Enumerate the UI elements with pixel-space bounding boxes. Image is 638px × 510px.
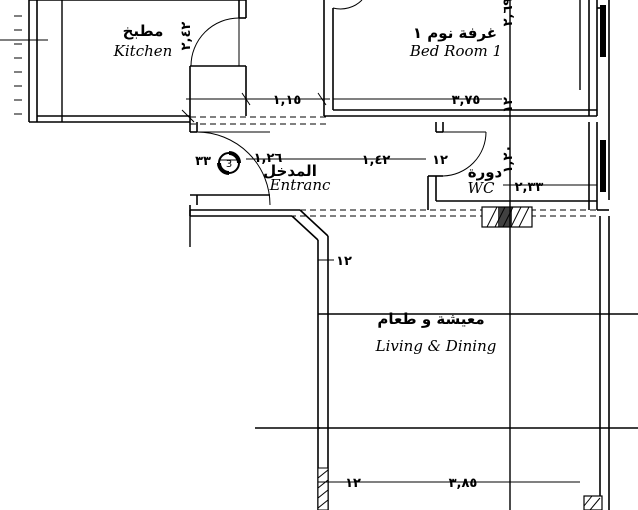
- bedroom-label-ar: غرفة نوم ١: [413, 24, 497, 42]
- entrance-label-en: Entranc: [269, 176, 331, 194]
- dim-kitchen-door: ٢,٤٢: [179, 22, 194, 51]
- kitchen-left-ticks: [0, 15, 48, 115]
- bottom-hatch: [317, 467, 603, 510]
- dim-kitchen-width: ١,١٥: [273, 93, 302, 108]
- beam-lines: [190, 116, 597, 217]
- entrance-label-ar: المدخل: [263, 162, 317, 180]
- dim-bedroom-width: ٣,٧٥: [452, 93, 481, 108]
- dim-bottom-wall: ١٢: [345, 476, 361, 491]
- living-label-ar: معيشة و طعام: [377, 310, 484, 328]
- living-label-en: Living & Dining: [375, 337, 497, 355]
- bedroom-walls: [323, 0, 610, 200]
- dim-wc-width: ٢,٣٣: [515, 180, 544, 195]
- wc-label-ar: دورة: [468, 163, 503, 181]
- wc-walls: [427, 122, 606, 210]
- entrance-walls: [189, 122, 300, 217]
- section-marker-number: 3: [226, 159, 232, 170]
- axis-lines: [61, 0, 638, 510]
- wc-label-en: WC: [468, 179, 495, 197]
- dim-wc-height: ١,٢٠: [501, 145, 516, 174]
- bedroom-label-en: Bed Room 1: [409, 42, 502, 60]
- dim-living-wall: ١٢: [336, 254, 352, 269]
- dim-living-width: ٣,٨٥: [449, 476, 478, 491]
- hatched-column: [481, 206, 533, 228]
- dim-entrance-left: ٣٣: [195, 154, 211, 169]
- dim-wc-wall: ١٢: [432, 153, 448, 168]
- kitchen-label-en: Kitchen: [113, 42, 173, 60]
- dimension-lines: [181, 92, 597, 483]
- dim-entrance-mid: ١,٤٢: [362, 153, 391, 168]
- kitchen-label-ar: مطبخ: [123, 22, 164, 40]
- living-walls: [291, 209, 610, 510]
- dim-entrance-width: ١,٢٦: [254, 151, 283, 166]
- section-marker: 3: [217, 151, 241, 175]
- dim-top-right: ٢,٦٩: [501, 0, 516, 26]
- dim-wall-r1: ١٢: [501, 97, 516, 113]
